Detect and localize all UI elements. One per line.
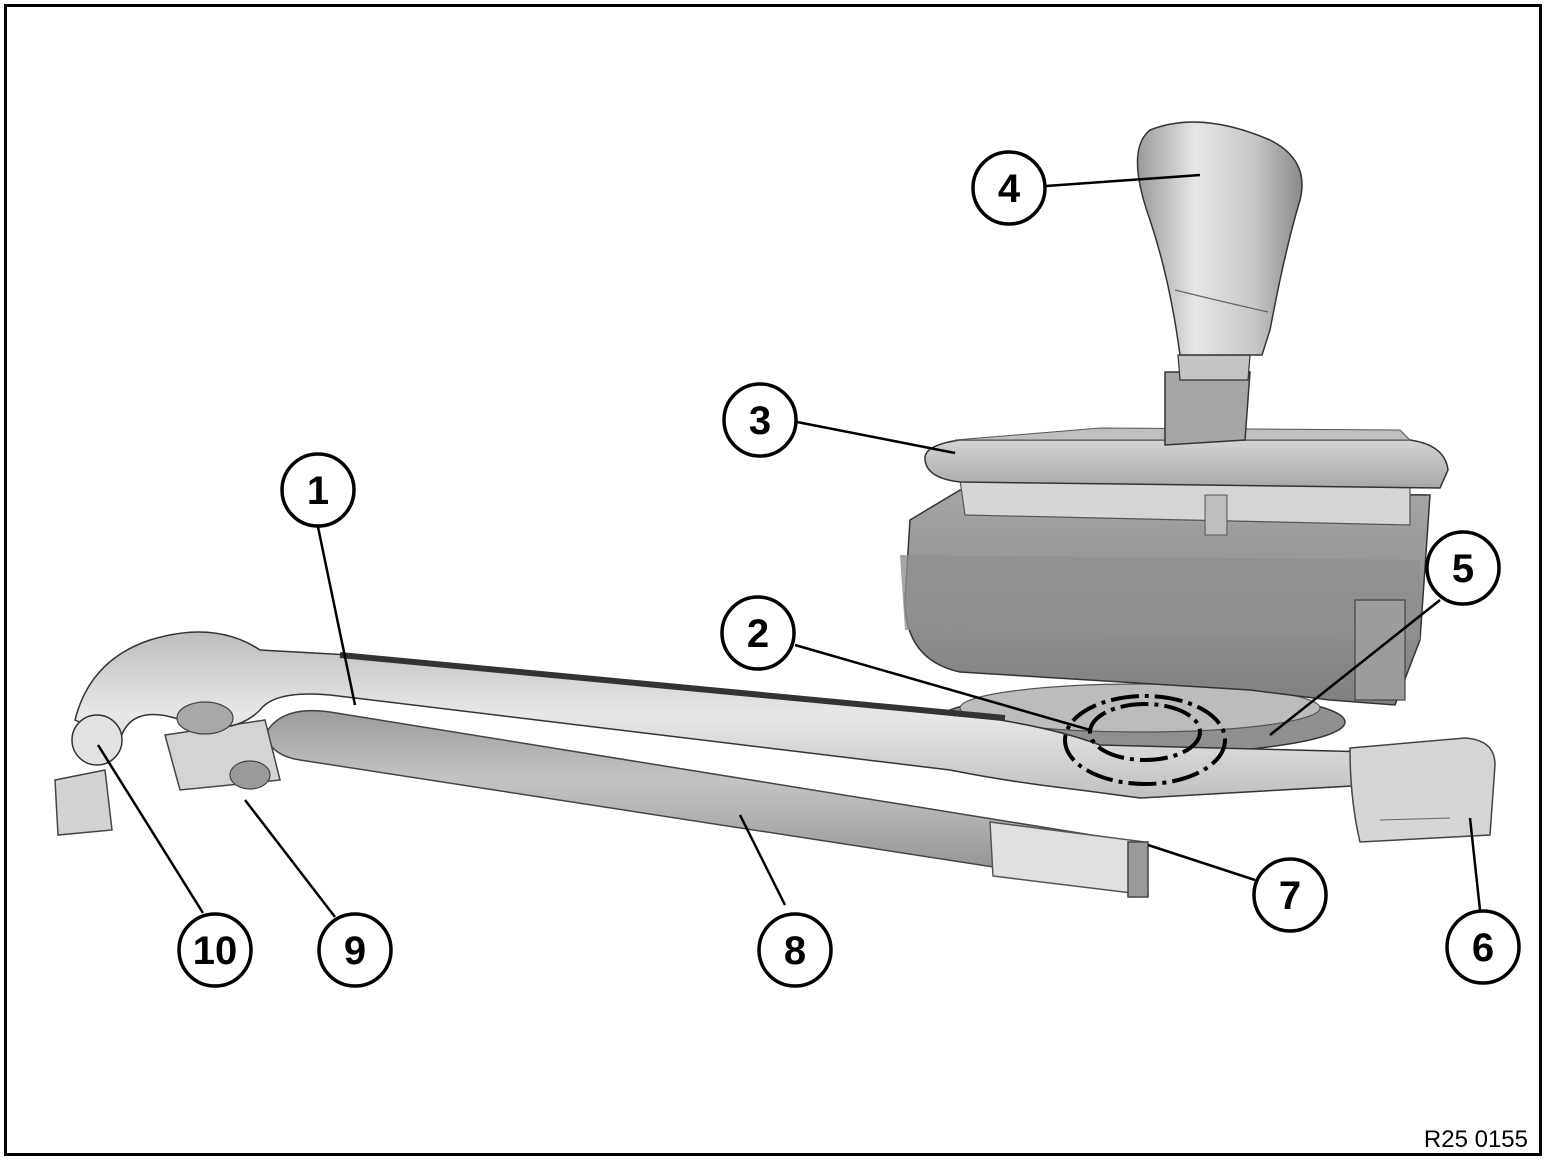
callout-label-1: 1 [307, 469, 329, 513]
leader-line-8 [738, 814, 787, 906]
callout-label-7: 7 [1279, 874, 1301, 918]
leader-line-10 [96, 744, 205, 914]
leader-line-7 [1147, 843, 1256, 882]
callout-label-5: 5 [1452, 547, 1474, 591]
callout-label-3: 3 [749, 399, 771, 443]
leader-line-1 [316, 526, 357, 706]
shift-housing [900, 479, 1431, 706]
callout-6: 6 [1445, 909, 1521, 985]
shift-arm [74, 631, 1496, 843]
leader-line-4 [1045, 173, 1201, 188]
leader-line-9 [244, 799, 336, 918]
gear-knob [1136, 121, 1303, 446]
callout-label-10: 10 [193, 929, 238, 973]
ball-joint [54, 701, 271, 836]
callout-label-6: 6 [1472, 926, 1494, 970]
callouts: 1 2 3 4 5 6 7 8 [177, 150, 1521, 988]
callout-7: 7 [1252, 857, 1328, 933]
callout-9: 9 [317, 912, 393, 988]
callout-3: 3 [722, 382, 798, 458]
callout-4: 4 [971, 150, 1047, 226]
callout-label-4: 4 [998, 167, 1021, 211]
leader-line-5 [1269, 599, 1441, 736]
callout-label-8: 8 [784, 929, 806, 973]
callout-label-9: 9 [344, 929, 366, 973]
leader-line-6 [1468, 817, 1482, 911]
callout-5: 5 [1425, 530, 1501, 606]
callout-label-2: 2 [747, 612, 769, 656]
leader-lines [96, 173, 1482, 918]
leader-line-3 [796, 420, 956, 455]
callout-2: 2 [720, 595, 796, 671]
figure-code: R25 0155 [1423, 1126, 1528, 1153]
callout-1: 1 [280, 452, 356, 528]
bearing-highlight [1063, 694, 1227, 786]
callout-8: 8 [757, 912, 833, 988]
leader-line-2 [794, 643, 1091, 732]
callout-10: 10 [177, 912, 253, 988]
